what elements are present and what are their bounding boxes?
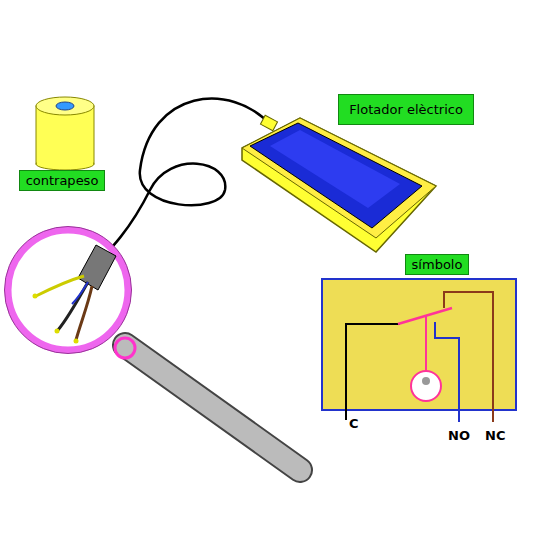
magnifier [5, 227, 301, 471]
heading-box: símbolo [405, 254, 470, 275]
label-text: símbolo [412, 257, 463, 272]
terminal-label: NC [485, 428, 505, 443]
float-body [242, 115, 436, 252]
label-text: Flotador elèctrico [349, 102, 463, 117]
label-text: contrapeso [26, 173, 99, 188]
cable [95, 99, 272, 265]
label-box: Flotador elèctrico [338, 94, 474, 125]
terminal-label: NO [448, 428, 470, 443]
terminal-label: C [349, 416, 359, 431]
counterweight [36, 97, 94, 170]
switch-symbol [322, 279, 516, 422]
label-box: contrapeso [19, 170, 106, 191]
